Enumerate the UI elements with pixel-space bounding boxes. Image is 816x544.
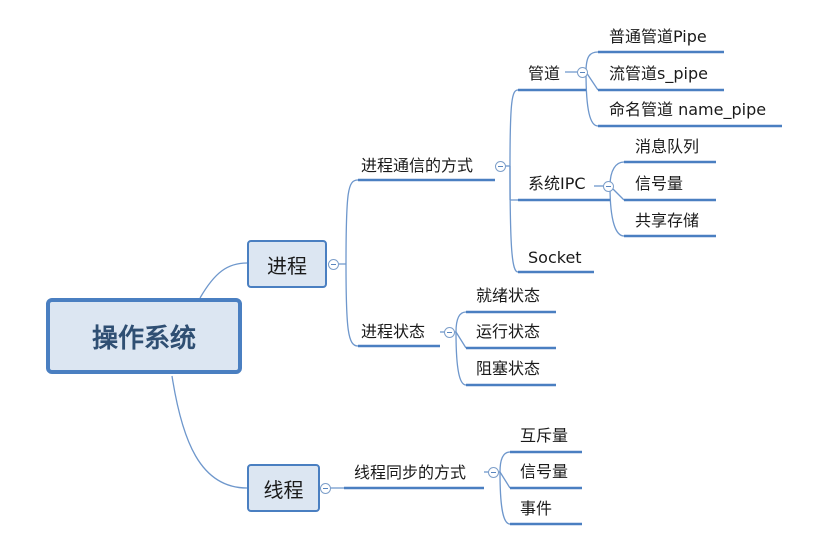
leaf-state-3[interactable]: 阻塞状态 xyxy=(476,359,541,378)
subtopic-process-states[interactable]: 进程状态 xyxy=(361,322,426,341)
subtopic-socket[interactable]: Socket xyxy=(528,248,582,267)
topic-process-label: 进程 xyxy=(267,253,307,278)
leaf-ipc-1[interactable]: 消息队列 xyxy=(635,137,700,156)
leaf-sync-3[interactable]: 事件 xyxy=(520,499,553,518)
topic-process[interactable]: 进程 xyxy=(247,240,327,288)
subtopic-ipc[interactable]: 系统IPC xyxy=(528,174,586,193)
leaf-state-2[interactable]: 运行状态 xyxy=(476,322,541,341)
leaf-state-1[interactable]: 就绪状态 xyxy=(476,286,541,305)
topic-thread-label: 线程 xyxy=(263,477,304,502)
leaf-pipe-3[interactable]: 命名管道 name_pipe xyxy=(609,100,767,119)
collapse-ipc-icon[interactable] xyxy=(603,181,614,192)
subtopic-communication[interactable]: 进程通信的方式 xyxy=(361,156,474,175)
leaf-pipe-1[interactable]: 普通管道Pipe xyxy=(609,27,707,46)
root-topic-label: 操作系统 xyxy=(91,323,196,354)
leaf-ipc-3[interactable]: 共享存储 xyxy=(635,211,700,230)
collapse-communication-icon[interactable] xyxy=(495,161,506,172)
collapse-states-icon[interactable] xyxy=(444,327,455,338)
leaf-pipe-2[interactable]: 流管道s_pipe xyxy=(609,64,708,83)
subtopic-pipe[interactable]: 管道 xyxy=(528,64,561,83)
leaf-sync-2[interactable]: 信号量 xyxy=(520,462,569,481)
topic-thread[interactable]: 线程 xyxy=(247,464,320,512)
collapse-process-icon[interactable] xyxy=(328,259,339,270)
leaf-sync-1[interactable]: 互斥量 xyxy=(520,426,569,445)
collapse-sync-icon[interactable] xyxy=(488,467,499,478)
collapse-pipe-icon[interactable] xyxy=(577,67,588,78)
subtopic-thread-sync[interactable]: 线程同步的方式 xyxy=(354,463,467,482)
leaf-ipc-2[interactable]: 信号量 xyxy=(635,174,684,193)
root-topic[interactable]: 操作系统 xyxy=(46,298,242,374)
collapse-thread-icon[interactable] xyxy=(320,483,331,494)
